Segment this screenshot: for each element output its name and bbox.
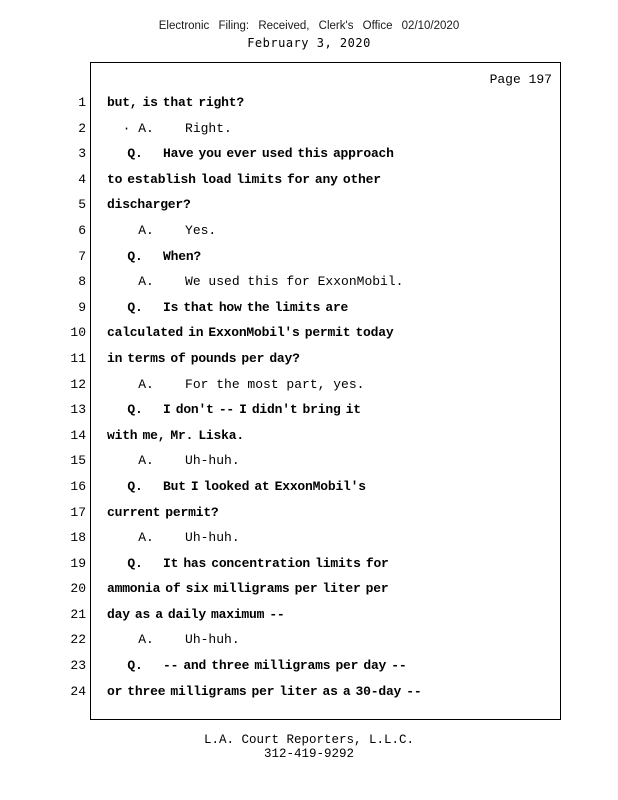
line-text: discharger? (107, 197, 191, 213)
line-text: with me, Mr. Liska. (107, 427, 244, 443)
line-text: ammonia of six milligrams per liter per (107, 581, 389, 597)
line-text: Q. But I looked at ExxonMobil's (107, 478, 366, 494)
transcript-line: 24 or three milligrams per liter as a 30-… (60, 679, 590, 705)
line-number: 24 (70, 683, 86, 699)
line-number: 23 (70, 658, 86, 674)
transcript-line: 15 A. Uh-huh. (60, 448, 590, 474)
transcript-line: 1 but, is that right? (60, 90, 590, 116)
transcript-line: 16 Q. But I looked at ExxonMobil's (60, 474, 590, 500)
line-number: 13 (70, 402, 86, 418)
line-text: current permit? (107, 504, 219, 520)
line-number: 14 (70, 427, 86, 443)
transcript-page-border: Page 197 (90, 62, 561, 720)
page-number-label: Page 197 (489, 72, 552, 87)
line-number: 2 (78, 120, 86, 136)
line-number: 6 (78, 222, 86, 238)
line-text: A. For the most part, yes. (107, 376, 365, 392)
line-number: 12 (70, 376, 86, 392)
transcript-line: 10 calculated in ExxonMobil's permit toda… (60, 320, 590, 346)
line-text: to establish load limits for any other (107, 171, 381, 187)
transcript-line: 21 day as a daily maximum -- (60, 602, 590, 628)
line-number: 21 (70, 606, 86, 622)
line-number: 3 (78, 146, 86, 162)
line-text: · A. Right. (107, 120, 232, 136)
transcript-line: 17 current permit? (60, 500, 590, 526)
transcript-line: 12 A. For the most part, yes. (60, 372, 590, 398)
line-number: 16 (70, 478, 86, 494)
line-number: 20 (70, 581, 86, 597)
transcript-line: 5 discharger? (60, 192, 590, 218)
transcript-line: 23 Q. -- and three milligrams per day -- (60, 653, 590, 679)
line-text: calculated in ExxonMobil's permit today (107, 325, 394, 341)
electronic-filing-stamp: Electronic Filing: Received, Clerk's Off… (158, 20, 460, 32)
line-text: day as a daily maximum -- (107, 606, 285, 622)
deposition-date: February 3, 2020 (247, 36, 371, 50)
line-text: Q. Is that how the limits are (107, 299, 349, 315)
line-number: 19 (70, 555, 86, 571)
reporter-footer: L.A. Court Reporters, L.L.C. 312-419-929… (0, 733, 618, 761)
line-number: 1 (78, 95, 86, 110)
line-number: 5 (78, 197, 86, 213)
transcript-line: 9 Q. Is that how the limits are (60, 295, 590, 321)
filing-header: Electronic Filing: Received, Clerk's Off… (0, 20, 618, 50)
line-text: Q. Have you ever used this approach (107, 146, 394, 162)
reporter-phone: 312-419-9292 (263, 747, 354, 761)
line-number: 17 (70, 504, 86, 520)
transcript-line: 4 to establish load limits for any other (60, 167, 590, 193)
line-text: Q. -- and three milligrams per day -- (107, 658, 407, 674)
transcript-line: 11 in terms of pounds per day? (60, 346, 590, 372)
transcript-line: 7 Q. When? (60, 244, 590, 270)
transcript-line: 2 · A. Right. (60, 116, 590, 142)
transcript-line: 13 Q. I don't -- I didn't bring it (60, 397, 590, 423)
line-text: but, is that right? (107, 95, 244, 110)
line-number: 15 (70, 453, 86, 469)
line-text: or three milligrams per liter as a 30-da… (107, 683, 422, 699)
line-text: A. Uh-huh. (107, 453, 240, 469)
line-number: 22 (70, 632, 86, 648)
line-text: A. Uh-huh. (107, 632, 240, 648)
line-number: 11 (70, 350, 86, 366)
transcript-line: 20 ammonia of six milligrams per liter pe… (60, 576, 590, 602)
line-number: 8 (78, 274, 86, 290)
line-text: Q. When? (107, 248, 202, 264)
transcript-line: 6 A. Yes. (60, 218, 590, 244)
line-text: in terms of pounds per day? (107, 350, 300, 366)
reporter-company: L.A. Court Reporters, L.L.C. (203, 733, 415, 747)
line-number: 7 (78, 248, 86, 264)
transcript-line: 18 A. Uh-huh. (60, 525, 590, 551)
line-number: 18 (70, 530, 86, 546)
line-text: A. Yes. (107, 222, 217, 238)
line-text: Q. It has concentration limits for (107, 555, 389, 571)
transcript-line: 3 Q. Have you ever used this approach (60, 141, 590, 167)
line-text: A. We used this for ExxonMobil. (107, 274, 404, 290)
transcript-line: 8 A. We used this for ExxonMobil. (60, 269, 590, 295)
transcript-line: 19 Q. It has concentration limits for (60, 551, 590, 577)
line-number: 10 (70, 325, 86, 341)
transcript-line: 22 A. Uh-huh. (60, 627, 590, 653)
line-number: 4 (78, 171, 86, 187)
line-number: 9 (78, 299, 86, 315)
line-text: A. Uh-huh. (107, 530, 240, 546)
transcript-line: 14 with me, Mr. Liska. (60, 423, 590, 449)
line-text: Q. I don't -- I didn't bring it (107, 402, 361, 418)
